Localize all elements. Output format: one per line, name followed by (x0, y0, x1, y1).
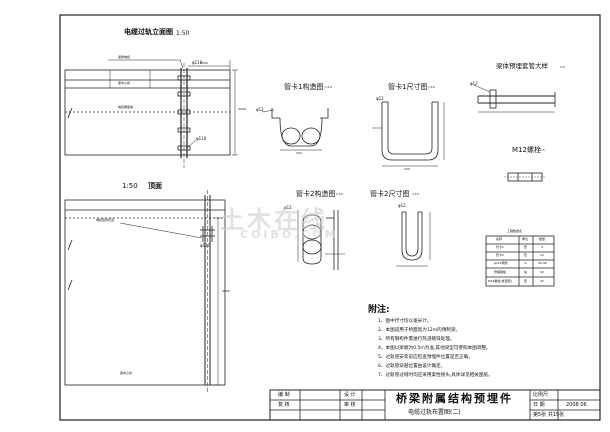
clip1-dimension-title: 管卡1尺寸图 (388, 83, 428, 91)
qty-row-unit: 套 (524, 245, 528, 249)
qty-row-unit: m (524, 261, 527, 265)
tb-draw-label: 编 制 (278, 392, 290, 398)
tb-date-label: 日 期 (533, 402, 545, 408)
label-d110-elev: φ110 (196, 136, 207, 141)
clip1-d12: φ12 (256, 107, 264, 112)
nut-scale: 1:5 (540, 148, 545, 152)
clip2-structure-title: 管卡2构造图 (296, 190, 336, 198)
cable-elevation-title: 电缆过轨立面图 (124, 28, 173, 36)
clip1-dimension-scale: 1:10 (428, 85, 435, 89)
qty-row-name: 管卡2 (496, 253, 504, 257)
watermark-logo: 土木在线 (220, 206, 328, 234)
qty-row-name: M12螺栓(含垫圈) (488, 279, 512, 283)
qty-row-unit: 套 (524, 253, 528, 257)
qty-row-count: 32 (540, 270, 544, 274)
notes-heading: 附注: (368, 305, 390, 315)
beam-detail-d12: φ12 (470, 81, 478, 86)
qty-row-count: 12 (540, 253, 544, 257)
qty-header-count: 数量 (539, 237, 546, 241)
tb-review-label: 复 核 (278, 402, 290, 408)
clip1-dim-d12: φ12 (376, 96, 384, 101)
clip1-structure-title: 管卡1构造图 (284, 83, 324, 91)
nut-title: M12螺栓 (512, 146, 541, 154)
clip2-d12: φ12 (284, 205, 292, 210)
tb-check-label: 审 核 (344, 402, 356, 408)
qty-row-name: 管卡1 (496, 245, 504, 249)
beam-detail-title: 梁体预埋套管大样 (496, 62, 548, 70)
label-d110-top: φ110 (192, 60, 203, 65)
note-item: 4、本图以梁端为0.5m为准,其他梁型可参照本图调整。 (378, 346, 491, 351)
cable-elevation-scale: 1:50 (176, 30, 190, 37)
label-beam-center-line: 梁中心线 (118, 81, 131, 85)
dim-3000: 3000 (238, 107, 246, 111)
top-view-title: 顶面 (148, 182, 162, 190)
qty-row-count: 4 (541, 245, 543, 249)
clip1-dim-200b: 200 (404, 167, 410, 171)
tb-sub-title: 电缆过轨布置图(二) (408, 409, 461, 416)
tb-date-value: 2008.06 (566, 402, 587, 408)
tb-main-title: 桥梁附属结构预埋件 (396, 392, 513, 405)
qty-header-name: 名称 (496, 237, 503, 241)
clip2-dim-d12: φ12 (398, 203, 406, 208)
qty-row-count: 26.38 (538, 261, 547, 265)
qty-header-unit: 单位 (522, 237, 529, 241)
top-view-scale: 1:50 (122, 182, 138, 190)
clip2-dimension-title: 管卡2尺寸图 (370, 190, 410, 198)
note-item: 5、过轨管安装前应检查预埋件位置是否正确。 (378, 355, 473, 360)
qty-row-name: φ110钢管 (494, 261, 508, 265)
qty-row-name: 预埋钢板 (494, 270, 507, 274)
dim-4000: 4000 (222, 289, 230, 293)
note-item: 3、所有钢构件需进行热浸镀锌处理。 (378, 337, 455, 342)
note-item: 2、本图适用于桥面宽为12m的预制梁。 (378, 328, 461, 333)
tb-scale-label: 比例尺 (533, 392, 549, 398)
note-item: 1、图中尺寸均以毫米计。 (378, 319, 432, 324)
qty-row-unit: 套 (524, 279, 528, 283)
label-beam-center-top: 梁中心线 (120, 371, 133, 375)
clip2-structure-scale: 1:10 (336, 192, 343, 196)
qty-row-count: 32 (540, 279, 544, 283)
tb-design-label: 设 计 (344, 392, 356, 398)
label-cable-through-pipe: 电缆竖井管道 (96, 218, 115, 222)
clip2-dimension-scale: 1:10 (412, 192, 419, 196)
clip1-structure-scale: 1:10 (325, 85, 332, 89)
tb-sheet-info: 第5张 共15张 (533, 412, 565, 418)
watermark-sub: COIBO.COM (240, 228, 339, 241)
label-cable-trough: 电缆槽竖墙 (118, 105, 134, 109)
qty-row-unit: 块 (524, 270, 528, 274)
dim-1500: 1500 (200, 61, 208, 65)
note-item: 6、过轨管穿越位置由设计确定。 (378, 364, 446, 369)
label-d110-top-view: φ110 (200, 243, 211, 248)
note-item: 7、过轨管过缝时均应采用柔性接头,具体详见相关图纸。 (378, 373, 493, 378)
label-beam-side-cable: 梁侧电缆 (118, 55, 131, 59)
quantity-table-title: 工程数量表 (507, 229, 523, 233)
clip1-dim-200: 200 (296, 151, 302, 155)
beam-detail-scale: 1:5 (560, 65, 565, 69)
